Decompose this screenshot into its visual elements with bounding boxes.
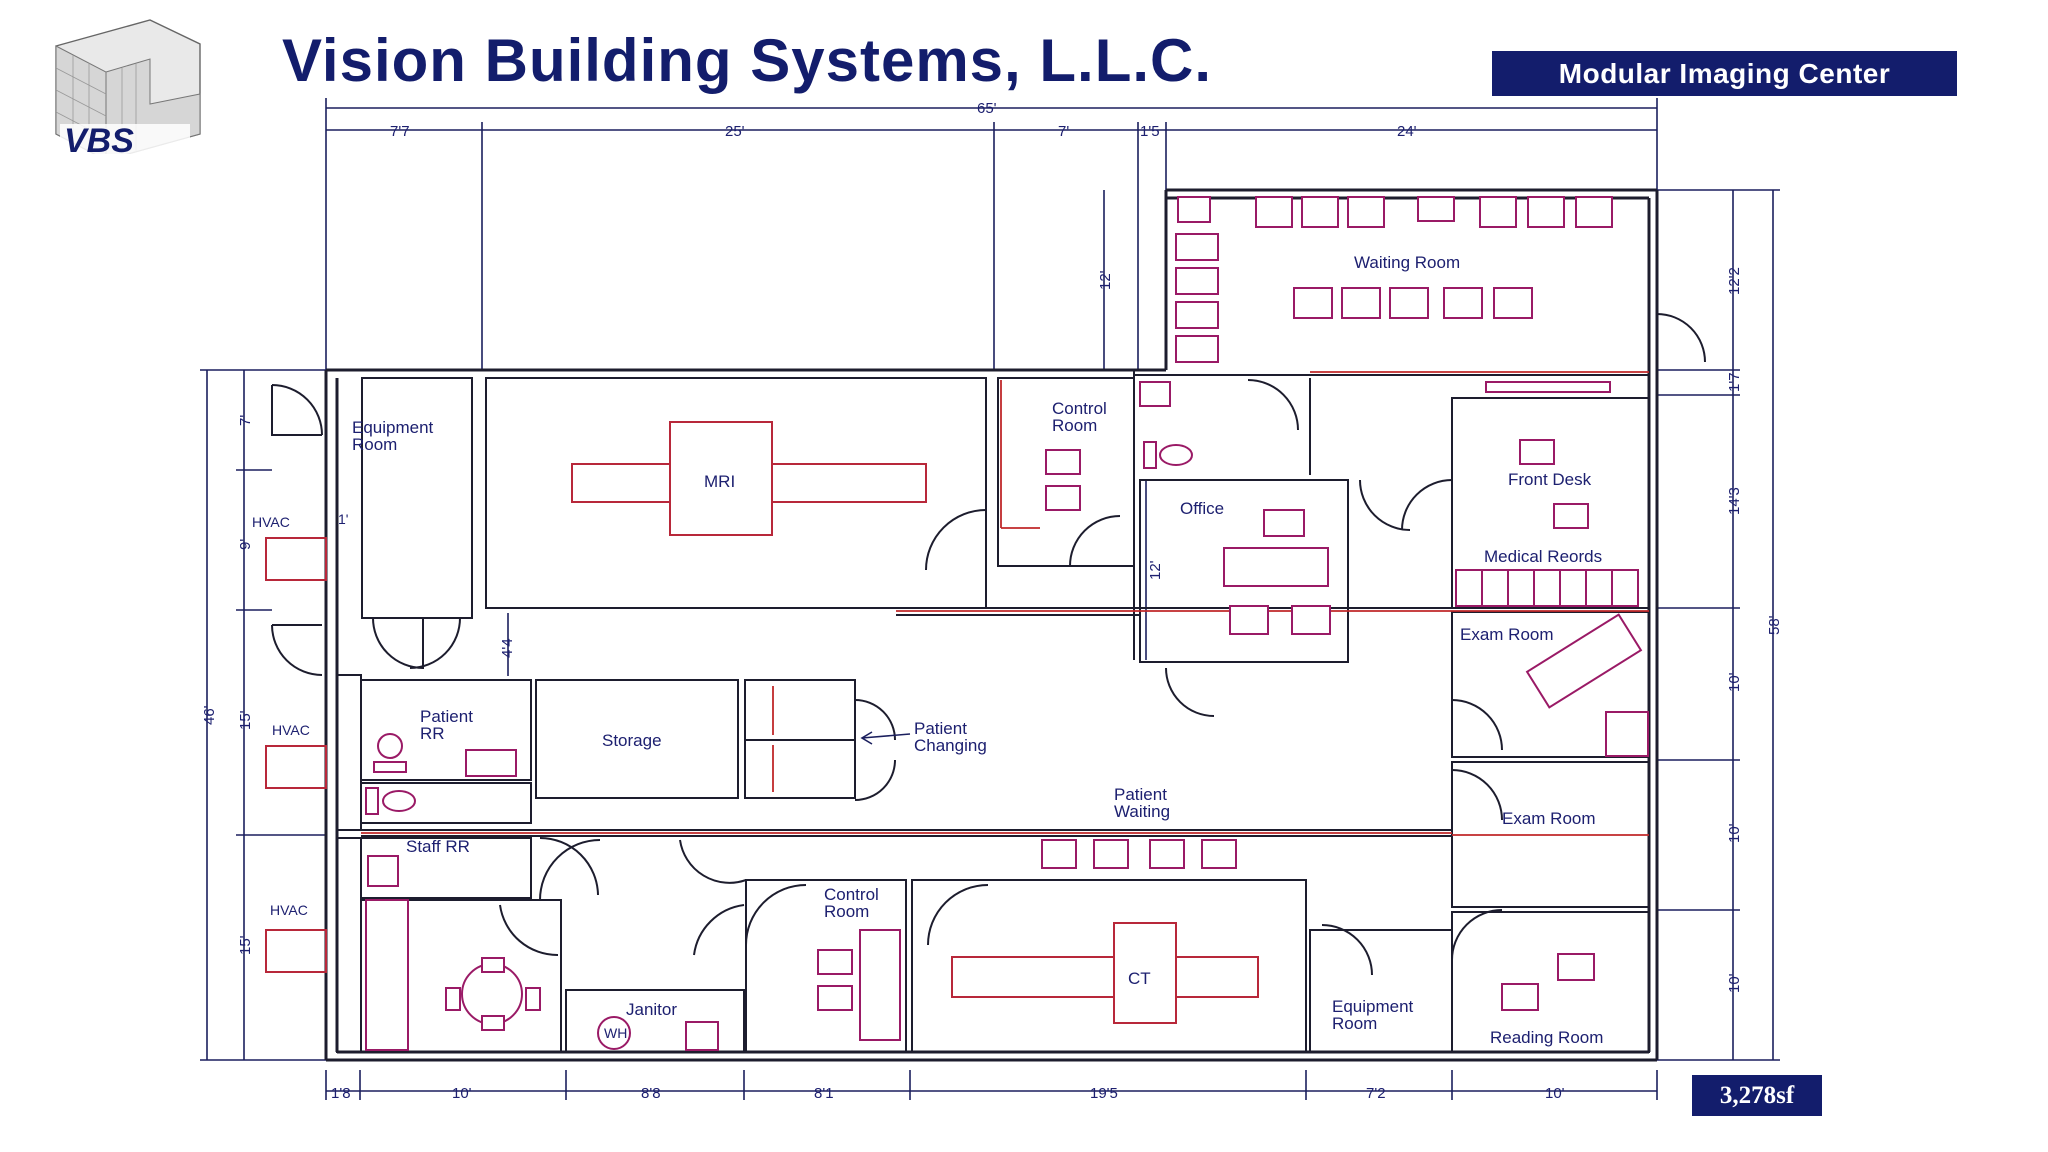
dim-bottom-7: 10': [1545, 1085, 1565, 1102]
outer-walls: [324, 188, 1659, 1062]
dim-waiting-height: 12': [1097, 270, 1114, 290]
label-control-top-2: Room: [1052, 416, 1097, 435]
label-equipment-bottom-2: Room: [1332, 1014, 1377, 1033]
patient-waiting-chairs: [1041, 839, 1237, 869]
label-patient-rr-2: RR: [420, 724, 445, 743]
dim-right-5: 10': [1726, 823, 1743, 843]
dim-right-2: 1'7: [1726, 372, 1743, 392]
dim-top-2: 25': [725, 123, 745, 140]
label-exam-room-1: Exam Room: [1460, 625, 1554, 644]
bottom-dimension-lines: [325, 1070, 1658, 1100]
label-mri: MRI: [704, 472, 735, 491]
label-janitor: Janitor: [626, 1000, 677, 1019]
label-front-desk: Front Desk: [1508, 470, 1592, 489]
label-patient-changing-1: Patient: [914, 719, 967, 738]
hvac-label-3: HVAC: [270, 902, 308, 918]
interior-walls: [336, 370, 1650, 1053]
label-reading-room: Reading Room: [1490, 1028, 1603, 1047]
dim-bottom-5: 19'5: [1090, 1085, 1118, 1102]
label-control-top-1: Control: [1052, 399, 1107, 418]
door-swings: [271, 313, 1706, 976]
label-control-bottom-1: Control: [824, 885, 879, 904]
label-water-heater: WH: [604, 1025, 627, 1041]
dim-left-total: 46': [201, 705, 218, 725]
area-badge: 3,278sf: [1692, 1075, 1822, 1116]
label-waiting-room: Waiting Room: [1354, 253, 1460, 272]
vbs-logo: VBS: [55, 19, 201, 154]
control-top-chairs: [1045, 449, 1081, 511]
red-guide-lines: [361, 371, 1649, 1050]
label-control-bottom-2: Room: [824, 902, 869, 921]
label-office: Office: [1180, 499, 1224, 518]
dim-equipment-gap: 1': [338, 511, 348, 527]
office-furniture: [1223, 509, 1331, 635]
label-patient-rr-1: Patient: [420, 707, 473, 726]
dim-right-3: 14'3: [1726, 487, 1743, 515]
ct-scanner: [951, 922, 1259, 1024]
dim-bottom-6: 7'2: [1366, 1085, 1386, 1102]
dim-right-4: 10': [1726, 672, 1743, 692]
patient-changing-arrow: [860, 731, 911, 745]
logo-text: VBS: [64, 122, 134, 154]
right-dimension-lines: [1657, 189, 1780, 1061]
dim-left-1: 7': [237, 415, 254, 426]
dim-bottom-2: 10': [452, 1085, 472, 1102]
restroom-fixtures: [365, 733, 719, 1051]
label-staff-rr: Staff RR: [406, 837, 470, 856]
dim-top-4: 1'5: [1140, 123, 1160, 140]
label-patient-changing-2: Changing: [914, 736, 987, 755]
label-exam-room-2: Exam Room: [1502, 809, 1596, 828]
control-bottom-furniture: [817, 929, 901, 1041]
reading-room-chairs: [1501, 953, 1595, 1011]
label-ct: CT: [1128, 969, 1151, 988]
left-dimension-lines: [200, 369, 326, 1061]
label-patient-waiting-1: Patient: [1114, 785, 1167, 804]
dim-top-5: 24': [1397, 123, 1417, 140]
dim-left-2: 9': [237, 539, 254, 550]
mri-machine: [571, 421, 927, 536]
label-patient-waiting-2: Waiting: [1114, 802, 1170, 821]
subtitle-badge: Modular Imaging Center: [1492, 51, 1957, 96]
dim-top-1: 7'7: [390, 123, 410, 140]
top-dimension-lines: [325, 98, 1658, 370]
label-equipment-top-1: Equipment: [352, 418, 434, 437]
dim-left-3: 15': [237, 710, 254, 730]
dim-bottom-4: 8'1: [814, 1085, 834, 1102]
dim-right-1: 12'2: [1726, 267, 1743, 295]
label-storage: Storage: [602, 731, 662, 750]
dim-bottom-1: 1'8: [331, 1085, 351, 1102]
label-equipment-top-2: Room: [352, 435, 397, 454]
page-title: Vision Building Systems, L.L.C.: [282, 27, 1213, 94]
dim-office-height: 12': [1147, 560, 1164, 580]
dim-corridor-width: 4'4: [499, 638, 516, 658]
label-medical-records: Medical Reords: [1484, 547, 1602, 566]
exam-table: [1525, 613, 1649, 757]
hvac-units: [265, 537, 327, 973]
dim-left-4: 15': [237, 935, 254, 955]
dim-top-total: 65': [977, 100, 997, 117]
label-equipment-bottom-1: Equipment: [1332, 997, 1414, 1016]
dim-bottom-3: 8'8: [641, 1085, 661, 1102]
front-desk-furniture: [1455, 381, 1639, 607]
dim-right-total: 58': [1766, 615, 1783, 635]
dim-top-3: 7': [1058, 123, 1069, 140]
top-restroom-fixtures: [1139, 381, 1193, 469]
hvac-label-1: HVAC: [252, 514, 290, 530]
hvac-label-2: HVAC: [272, 722, 310, 738]
dim-right-6: 10': [1726, 973, 1743, 993]
waiting-room-chairs: [1175, 196, 1613, 363]
